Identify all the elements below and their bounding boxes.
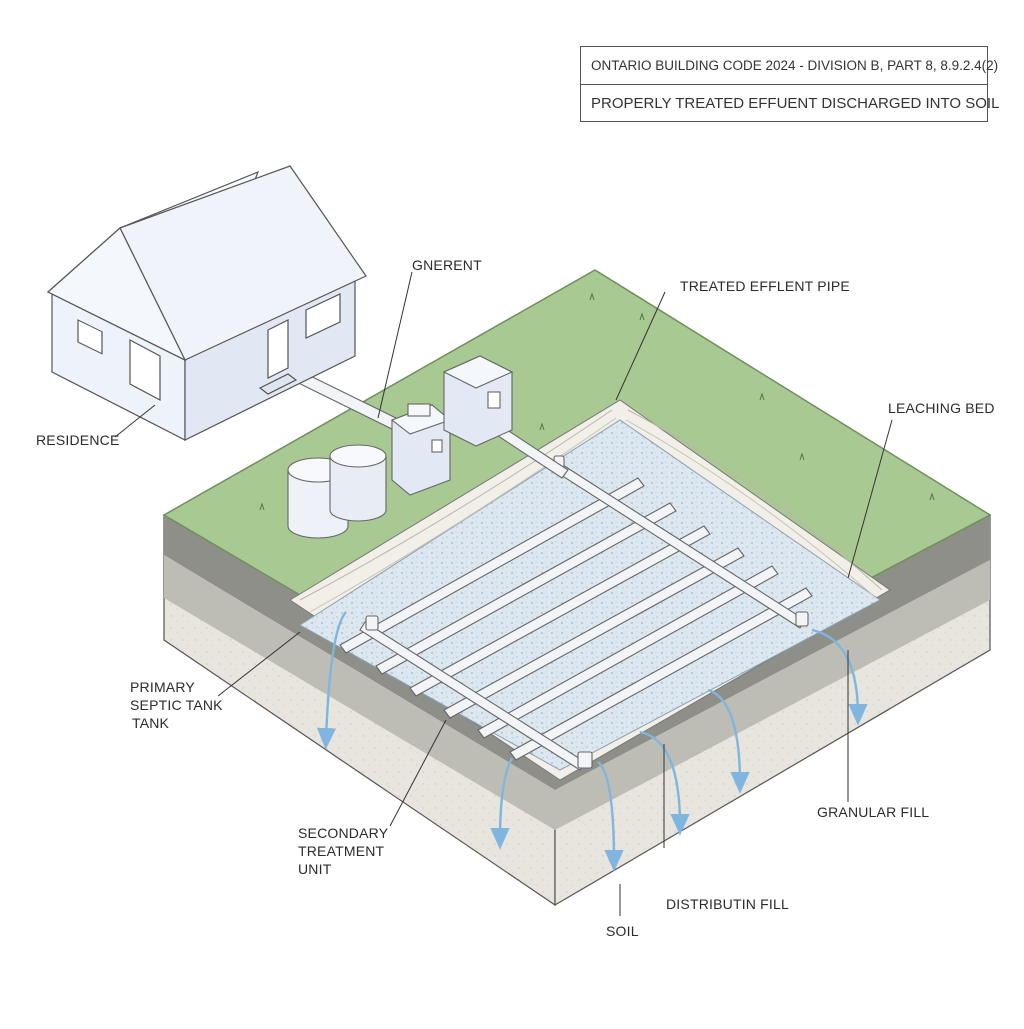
primary-septic-tank: [287, 444, 387, 539]
lateral-pipe-6: [509, 587, 813, 761]
label-leaching-bed: LEACHING BED: [888, 400, 995, 416]
label-primary-septic-tank: PRIMARY SEPTIC TANK TANK: [130, 678, 223, 732]
label-primary-line3: TANK: [132, 715, 170, 731]
label-primary-line1: PRIMARY: [130, 679, 195, 695]
code-reference-box: ONTARIO BUILDING CODE 2024 - DIVISION B,…: [580, 46, 1000, 122]
label-secondary-treatment-unit: SECONDARY TREATMENT UNIT: [298, 824, 388, 878]
lateral-pipe-1: [339, 477, 645, 654]
label-secondary-line1: SECONDARY: [298, 825, 389, 841]
effluent-flow-arrows: [316, 611, 868, 872]
soil-layer-mid-front: [164, 555, 555, 830]
code-reference-line: ONTARIO BUILDING CODE 2024 - DIVISION B,…: [581, 47, 998, 85]
label-residence: RESIDENCE: [36, 432, 120, 448]
house-gable: [46, 227, 187, 362]
residence-house: [46, 165, 367, 441]
lateral-pipe-5: [477, 565, 779, 739]
label-granular-fill: GRANULAR FILL: [817, 804, 930, 820]
code-description-line: PROPERLY TREATED EFFUENT DISCHARGED INTO…: [591, 95, 1000, 112]
label-soil: SOIL: [606, 923, 639, 939]
label-primary-line2: SEPTIC TANK: [130, 697, 223, 713]
label-treated-effluent-pipe: TREATED EFFLENT PIPE: [680, 278, 850, 294]
lateral-pipe-4: [443, 547, 745, 719]
secondary-treatment-unit: [390, 403, 452, 496]
label-distribution-fill: DISTRIBUTIN FILL: [666, 896, 789, 912]
leader-lines: [114, 271, 893, 916]
distribution-laterals: [339, 455, 813, 771]
generator-unit: [442, 355, 514, 447]
lateral-pipe-2: [375, 502, 677, 675]
label-secondary-line2: TREATMENT: [298, 843, 385, 859]
label-secondary-line3: UNIT: [298, 861, 332, 877]
label-gnerent: GNERENT: [412, 257, 482, 273]
header-pipe-left: [359, 621, 586, 771]
lateral-pipe-3: [409, 525, 711, 697]
